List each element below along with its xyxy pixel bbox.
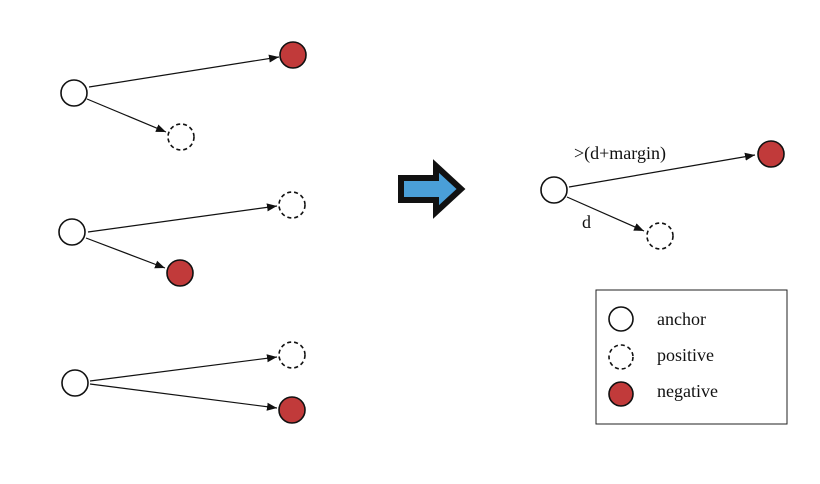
edge-anchor-to-negative <box>568 152 756 188</box>
edge-anchor-to-negative <box>85 237 166 269</box>
positive-node <box>278 191 306 219</box>
near-distance-label: d <box>582 212 591 232</box>
result-triplet: >(d+margin) d <box>540 140 785 250</box>
edge-anchor-to-positive <box>87 203 278 233</box>
edge-anchor-to-negative <box>89 383 278 411</box>
edge-anchor-to-positive <box>89 354 278 382</box>
anchor-node <box>60 79 88 107</box>
anchor-node <box>58 218 86 246</box>
transition-arrow-icon <box>398 159 466 219</box>
triplet-example-3 <box>61 341 306 424</box>
triplet-example-2 <box>58 191 306 287</box>
anchor-node <box>540 176 568 204</box>
positive-node <box>278 341 306 369</box>
negative-node <box>757 140 785 168</box>
legend: anchor positive negative <box>595 289 788 425</box>
edge-anchor-to-positive <box>86 98 167 133</box>
negative-node <box>279 41 307 69</box>
legend-positive-label: positive <box>657 345 714 365</box>
edge-anchor-to-negative <box>88 54 280 88</box>
far-distance-label: >(d+margin) <box>574 143 666 164</box>
legend-negative-label: negative <box>657 381 718 401</box>
legend-anchor-label: anchor <box>657 309 706 329</box>
positive-node <box>646 222 674 250</box>
negative-node <box>166 259 194 287</box>
anchor-node <box>61 369 89 397</box>
legend-negative-swatch <box>608 381 634 407</box>
negative-node <box>278 396 306 424</box>
legend-positive-swatch <box>608 344 634 370</box>
edge-anchor-to-positive <box>566 196 645 232</box>
positive-node <box>167 123 195 151</box>
triplet-example-1 <box>60 41 307 151</box>
legend-anchor-swatch <box>608 306 634 332</box>
